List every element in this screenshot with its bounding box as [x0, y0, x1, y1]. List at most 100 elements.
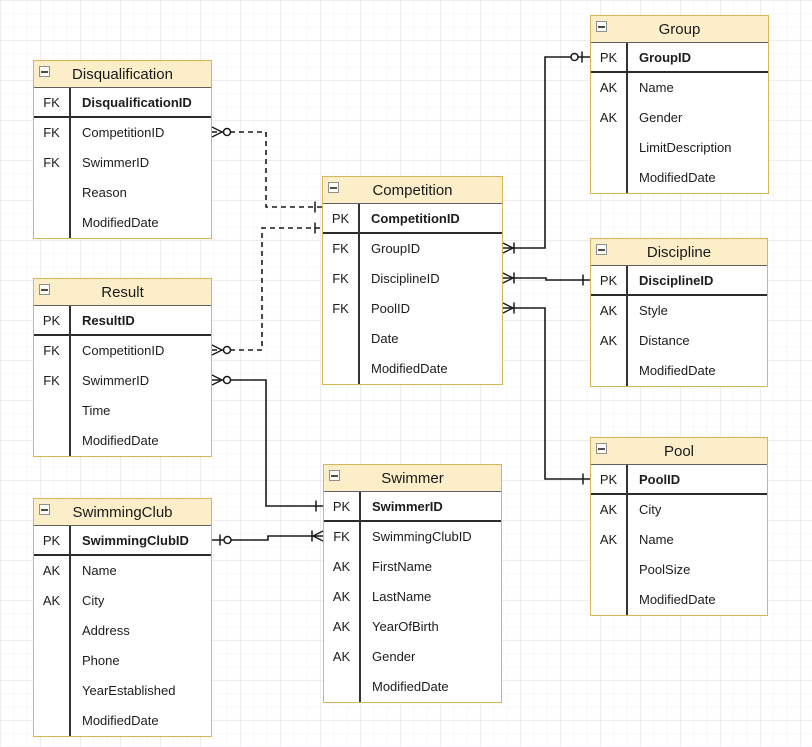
relationship-competition-pool-poolid[interactable]: [502, 302, 590, 485]
collapse-icon[interactable]: [39, 504, 50, 515]
entity-row-swimmingclubid[interactable]: FK SwimmingClubID: [324, 522, 501, 552]
entity-row-modifieddate[interactable]: ModifiedDate: [34, 706, 211, 736]
column-name: DisciplineID: [371, 271, 440, 286]
entity-row-modifieddate[interactable]: ModifiedDate: [591, 163, 768, 193]
collapse-icon[interactable]: [596, 443, 607, 454]
column-name: PoolID: [639, 472, 681, 487]
entity-row-modifieddate[interactable]: ModifiedDate: [324, 672, 501, 702]
entity-header[interactable]: SwimmingClub: [34, 499, 211, 526]
entity-row-time[interactable]: Time: [34, 396, 211, 426]
collapse-icon[interactable]: [329, 470, 340, 481]
entity-row-modifieddate[interactable]: ModifiedDate: [323, 354, 502, 384]
column-name: ModifiedDate: [371, 361, 448, 376]
collapse-icon[interactable]: [596, 21, 607, 32]
column-name: SwimmingClubID: [372, 529, 472, 544]
entity-header[interactable]: Group: [591, 16, 768, 43]
entity-header[interactable]: Swimmer: [324, 465, 501, 492]
entity-row-yearestablished[interactable]: YearEstablished: [34, 676, 211, 706]
entity-header[interactable]: Discipline: [591, 239, 767, 266]
entity-row-modifieddate[interactable]: ModifiedDate: [591, 356, 767, 386]
minus-glyph: [598, 26, 605, 28]
relationship-swimmingclub-swimmer-swimmingclubid[interactable]: [212, 530, 324, 546]
minus-glyph: [598, 448, 605, 450]
column-name: Reason: [82, 185, 127, 200]
key-label: FK: [332, 241, 349, 256]
key-label: AK: [599, 532, 618, 547]
key-column-divider: [626, 266, 628, 386]
column-name: Gender: [639, 110, 683, 125]
key-label: PK: [42, 313, 61, 328]
entity-row-reason[interactable]: Reason: [34, 178, 211, 208]
entity-title: SwimmingClub: [72, 504, 173, 521]
key-label: FK: [43, 95, 60, 110]
relationship-competition-discipline-disciplineid[interactable]: [502, 272, 590, 286]
relationship-competition-group-groupid[interactable]: [502, 51, 590, 254]
relationship-result-swimmer-swimmerid[interactable]: [211, 374, 323, 512]
entity-header[interactable]: Disqualification: [34, 61, 211, 88]
entity-row-yearofbirth[interactable]: AK YearOfBirth: [324, 612, 501, 642]
key-label: AK: [599, 80, 618, 95]
column-name: Name: [82, 563, 117, 578]
entity-header[interactable]: Pool: [591, 438, 767, 465]
entity-row-date[interactable]: Date: [323, 324, 502, 354]
key-label: FK: [333, 529, 350, 544]
entity-title: Discipline: [646, 244, 712, 261]
entity-row-phone[interactable]: Phone: [34, 646, 211, 676]
key-column-divider: [626, 43, 628, 193]
key-label: AK: [332, 619, 351, 634]
entity-header[interactable]: Result: [34, 279, 211, 306]
entity-row-modifieddate[interactable]: ModifiedDate: [34, 426, 211, 456]
entity-row-modifieddate[interactable]: ModifiedDate: [591, 585, 767, 615]
collapse-icon[interactable]: [596, 244, 607, 255]
entity-row-poolsize[interactable]: PoolSize: [591, 555, 767, 585]
entity-row-limitdescription[interactable]: LimitDescription: [591, 133, 768, 163]
entity-row-modifieddate[interactable]: ModifiedDate: [34, 208, 211, 238]
relationship-disqualification-competition-competitionid[interactable]: [211, 126, 322, 213]
key-label: AK: [332, 589, 351, 604]
entity-row-address[interactable]: Address: [34, 616, 211, 646]
collapse-icon[interactable]: [39, 66, 50, 77]
collapse-icon[interactable]: [328, 182, 339, 193]
column-name: YearOfBirth: [372, 619, 439, 634]
entity-title: Pool: [663, 443, 695, 460]
relationship-result-competition-competitionid[interactable]: [211, 222, 322, 356]
entity-header[interactable]: Competition: [323, 177, 502, 204]
entity-title: Disqualification: [72, 66, 173, 83]
collapse-icon[interactable]: [39, 284, 50, 295]
